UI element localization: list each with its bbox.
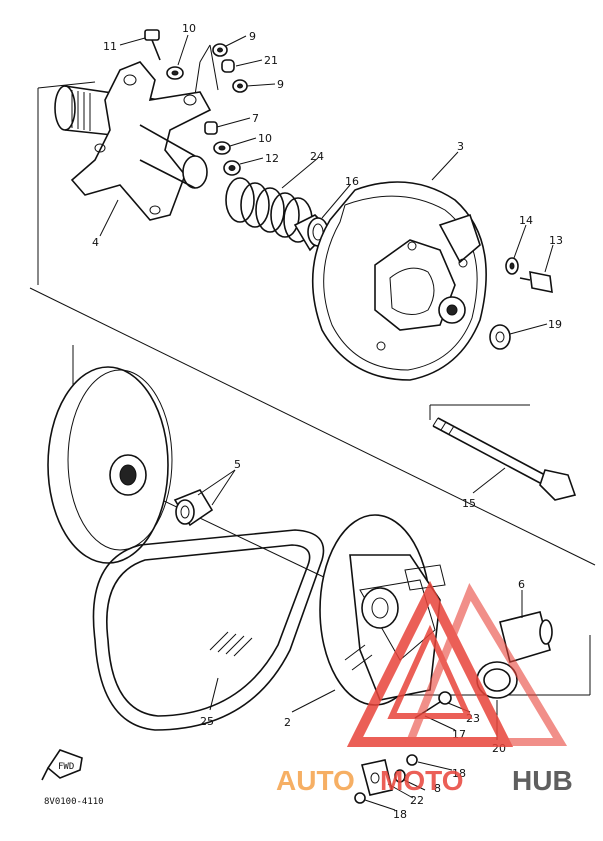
bushing-5: [173, 489, 214, 527]
watermark-text-moto: MOTO: [380, 765, 463, 796]
washer-10-lower: [213, 141, 231, 155]
forward-arrow-icon: FWD: [41, 749, 83, 781]
callout-4: 4: [92, 236, 99, 249]
callout-22: 22: [410, 794, 424, 807]
callout-18-lower: 18: [393, 808, 407, 821]
watermark-text-auto: AUTO: [276, 765, 355, 796]
washer-14: [505, 257, 519, 275]
slider-22: [361, 759, 393, 796]
callout-11: 11: [103, 40, 117, 53]
callout-6: 6: [518, 578, 525, 591]
collar-21: [221, 59, 235, 73]
callout-18-upper: 18: [452, 767, 466, 780]
long-bolt-15: [432, 417, 577, 501]
ring-20: [476, 661, 518, 699]
callout-21: 21: [264, 54, 278, 67]
callout-13: 13: [549, 234, 563, 247]
assembly-frame-lines: [29, 44, 596, 696]
fixed-sheave-disk: [47, 366, 173, 564]
callout-19: 19: [548, 318, 562, 331]
cover-cam-3: [311, 181, 487, 381]
callout-16: 16: [345, 175, 359, 188]
nut-9-upper: [212, 43, 228, 57]
callout-15: 15: [462, 497, 476, 510]
forward-marker-label: FWD: [58, 762, 74, 772]
callout-3: 3: [457, 140, 464, 153]
callout-14: 14: [519, 214, 533, 227]
callout-9-upper: 9: [249, 30, 256, 43]
pin-23: [438, 691, 452, 705]
callout-8: 8: [434, 782, 441, 795]
washer-18-lower: [354, 792, 366, 804]
callout-2: 2: [284, 716, 291, 729]
pin-8: [394, 769, 406, 783]
bolt-13: [519, 270, 553, 294]
washer-10-upper: [166, 66, 184, 80]
watermark-logo: AUTO MOTO HUB: [276, 580, 573, 796]
pin-7: [204, 121, 218, 135]
bolt-11: [144, 29, 161, 61]
watermark-text-hub: HUB: [512, 765, 573, 796]
callout-12: 12: [265, 152, 279, 165]
callout-10-upper: 10: [182, 22, 196, 35]
callout-10-lower: 10: [258, 132, 272, 145]
hub-spider-assembly: [54, 61, 212, 221]
nut-9-lower: [232, 79, 248, 93]
callout-24: 24: [310, 150, 324, 163]
callout-5: 5: [234, 458, 241, 471]
callout-7: 7: [252, 112, 259, 125]
callout-9-lower: 9: [277, 78, 284, 91]
drawing-code: 8V0100-4110: [44, 797, 104, 807]
washer-19: [489, 324, 511, 350]
callout-25: 25: [200, 715, 214, 728]
washer-18-upper: [406, 754, 418, 766]
collar-12: [223, 160, 241, 176]
v-belt-25: [92, 529, 325, 731]
